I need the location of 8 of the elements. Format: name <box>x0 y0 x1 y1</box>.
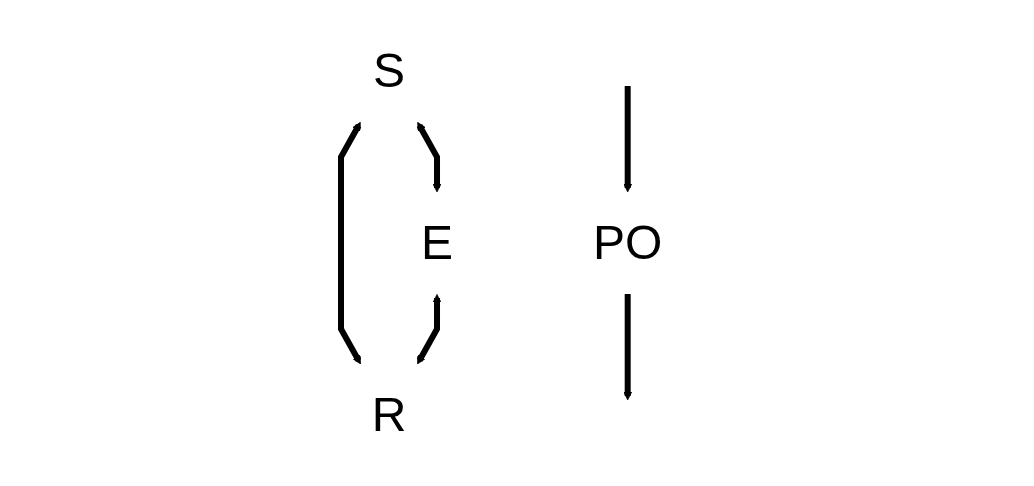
node-label: PO <box>593 216 663 269</box>
node-label: E <box>421 216 454 269</box>
node-label: S <box>373 44 406 97</box>
arrow <box>417 121 442 193</box>
arrow <box>338 121 362 365</box>
node-label: R <box>372 388 407 441</box>
arrow <box>417 294 442 365</box>
arrow <box>623 86 633 193</box>
